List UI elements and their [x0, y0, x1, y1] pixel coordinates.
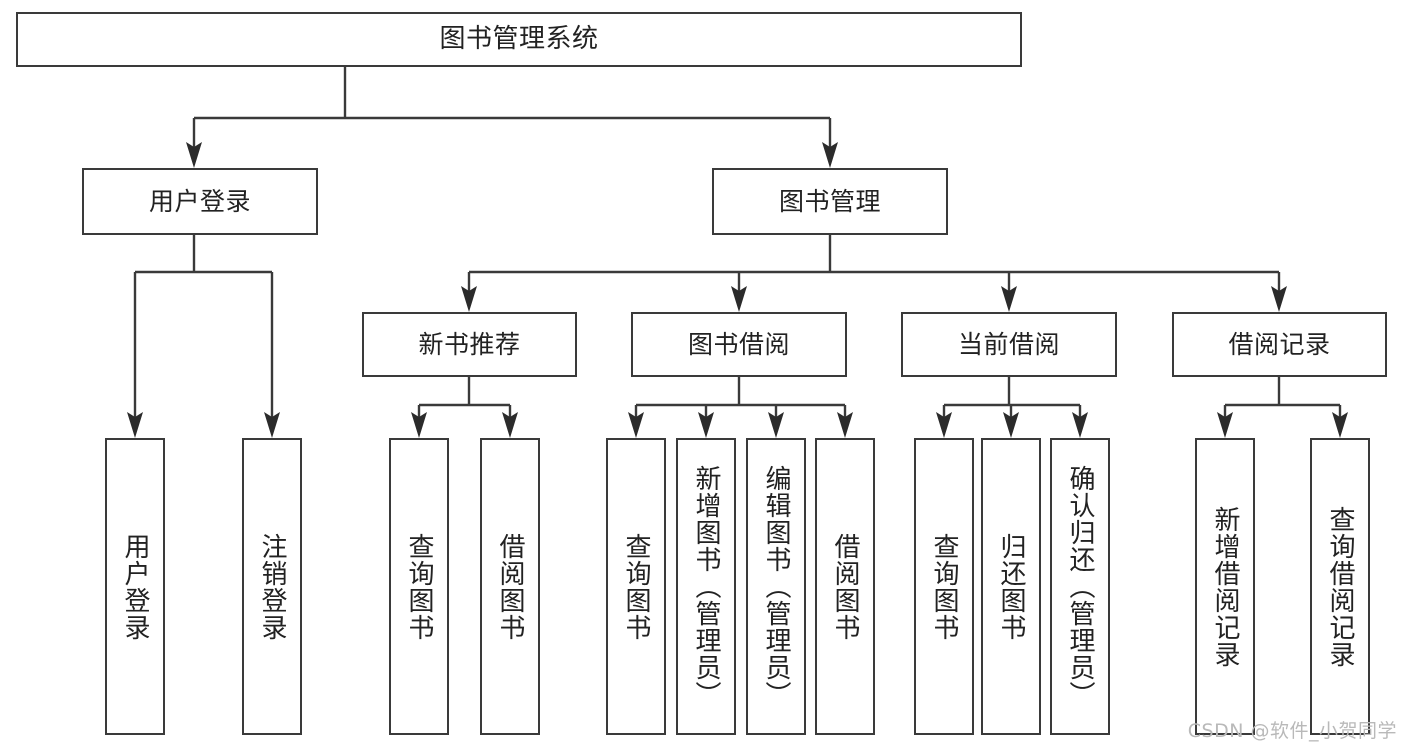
leaf-current-query-book[interactable]: 查询图书	[914, 438, 974, 735]
node-book-management[interactable]: 图书管理	[712, 168, 948, 235]
node-book-borrow[interactable]: 图书借阅	[631, 312, 847, 377]
node-label: 查询图书	[404, 532, 435, 641]
watermark-text: CSDN @软件_小贺同学	[1187, 720, 1397, 742]
node-label: 新书推荐	[418, 329, 521, 359]
node-label: 归还图书	[996, 532, 1027, 641]
leaf-current-confirm-return[interactable]: 确认归还（管理员）	[1050, 438, 1110, 735]
node-label: 新增图书（管理员）	[691, 465, 722, 708]
node-current-borrow[interactable]: 当前借阅	[901, 312, 1117, 377]
leaf-user-login-logout[interactable]: 注销登录	[242, 438, 302, 735]
leaf-borrow-edit-book[interactable]: 编辑图书（管理员）	[746, 438, 806, 735]
leaf-borrow-query-book[interactable]: 查询图书	[606, 438, 666, 735]
node-label: 图书借阅	[687, 329, 790, 359]
leaf-borrow-add-book[interactable]: 新增图书（管理员）	[676, 438, 736, 735]
leaf-user-login-login[interactable]: 用户登录	[105, 438, 165, 735]
node-label: 图书管理系统	[439, 23, 599, 54]
node-label: 借阅图书	[830, 532, 861, 641]
node-label: 图书管理	[778, 186, 881, 216]
node-label: 确认归还（管理员）	[1065, 465, 1096, 708]
node-label: 借阅记录	[1228, 329, 1331, 359]
leaf-current-return-book[interactable]: 归还图书	[981, 438, 1041, 735]
node-label: 注销登录	[257, 532, 288, 641]
leaf-recommend-borrow-book[interactable]: 借阅图书	[480, 438, 540, 735]
node-label: 编辑图书（管理员）	[761, 465, 792, 708]
node-label: 当前借阅	[957, 329, 1060, 359]
leaf-record-add-record[interactable]: 新增借阅记录	[1195, 438, 1255, 735]
node-root-system[interactable]: 图书管理系统	[16, 12, 1022, 67]
node-borrow-record[interactable]: 借阅记录	[1172, 312, 1387, 377]
node-label: 新增借阅记录	[1210, 505, 1241, 668]
node-label: 查询借阅记录	[1325, 505, 1356, 668]
node-label: 借阅图书	[495, 532, 526, 641]
leaf-recommend-query-book[interactable]: 查询图书	[389, 438, 449, 735]
leaf-borrow-borrow-book[interactable]: 借阅图书	[815, 438, 875, 735]
node-new-book-recommend[interactable]: 新书推荐	[362, 312, 577, 377]
node-label: 查询图书	[929, 532, 960, 641]
node-label: 用户登录	[120, 532, 151, 641]
leaf-record-query-record[interactable]: 查询借阅记录	[1310, 438, 1370, 735]
node-label: 用户登录	[148, 186, 251, 216]
node-label: 查询图书	[621, 532, 652, 641]
node-user-login[interactable]: 用户登录	[82, 168, 318, 235]
